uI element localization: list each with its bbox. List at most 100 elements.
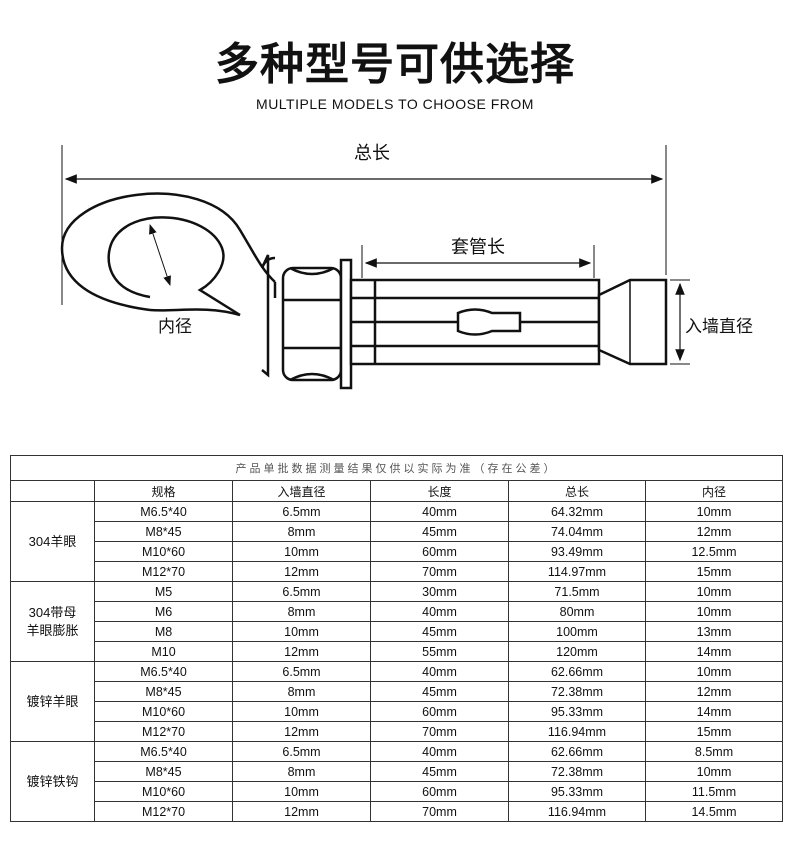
cell-total-length: 72.38mm [508, 761, 646, 782]
cell-total-length: 116.94mm [508, 721, 646, 742]
cell-inner-diameter: 12mm [644, 681, 784, 702]
cell-spec: M10 [94, 641, 233, 662]
cell-wall-diameter: 6.5mm [232, 581, 371, 602]
cell-spec: M6 [94, 601, 233, 622]
cell-inner-diameter: 10mm [644, 661, 784, 682]
hook-ring [60, 192, 277, 317]
spec-table: 产品单批数据测量结果仅供以实际为准（存在公差） 规格 入墙直径 长度 总长 内径… [9, 455, 784, 822]
group-name-cell: 304羊眼 [10, 501, 95, 582]
group-name-cell: 304带母 羊眼膨胀 [10, 581, 95, 662]
cell-spec: M8*45 [94, 761, 233, 782]
inner-diameter-dimension [149, 224, 171, 286]
cell-total-length: 62.66mm [508, 741, 646, 762]
cell-inner-diameter: 14mm [644, 641, 784, 662]
header-inner-diameter: 内径 [644, 480, 784, 502]
hex-nut [281, 266, 343, 382]
cell-spec: M10*60 [94, 541, 233, 562]
cell-wall-diameter: 6.5mm [232, 661, 371, 682]
cell-wall-diameter: 6.5mm [232, 741, 371, 762]
cell-total-length: 120mm [508, 641, 646, 662]
cell-spec: M8 [94, 621, 233, 642]
cell-length: 60mm [370, 781, 509, 802]
cell-wall-diameter: 10mm [232, 541, 371, 562]
spec-table-container: 产品单批数据测量结果仅供以实际为准（存在公差） 规格 入墙直径 长度 总长 内径… [9, 455, 784, 822]
washer [339, 258, 353, 390]
cell-inner-diameter: 8.5mm [644, 741, 784, 762]
cell-wall-diameter: 6.5mm [232, 501, 371, 522]
cell-total-length: 95.33mm [508, 781, 646, 802]
cell-total-length: 62.66mm [508, 661, 646, 682]
cell-wall-diameter: 8mm [232, 681, 371, 702]
header-spec: 规格 [94, 480, 233, 502]
cell-wall-diameter: 12mm [232, 561, 371, 582]
cell-length: 45mm [370, 521, 509, 542]
cell-length: 70mm [370, 561, 509, 582]
table-note: 产品单批数据测量结果仅供以实际为准（存在公差） [9, 455, 784, 481]
cell-inner-diameter: 10mm [644, 601, 784, 622]
table-header-row: 规格 入墙直径 长度 总长 内径 [10, 480, 784, 502]
total-length-label: 总长 [354, 143, 390, 164]
cell-inner-diameter: 11.5mm [644, 781, 784, 802]
cell-total-length: 72.38mm [508, 681, 646, 702]
cell-length: 40mm [370, 501, 509, 522]
cell-spec: M12*70 [94, 721, 233, 742]
hook-bolt-diagram: 总长 内径 套管长 入墙直径 [60, 143, 753, 390]
cell-spec: M12*70 [94, 801, 233, 822]
cell-inner-diameter: 10mm [644, 581, 784, 602]
cell-total-length: 100mm [508, 621, 646, 642]
cell-wall-diameter: 8mm [232, 521, 371, 542]
sleeve-length-label: 套管长 [451, 237, 505, 258]
cell-spec: M6.5*40 [94, 501, 233, 522]
cell-length: 40mm [370, 601, 509, 622]
cell-length: 30mm [370, 581, 509, 602]
cell-length: 55mm [370, 641, 509, 662]
cell-length: 45mm [370, 761, 509, 782]
cell-wall-diameter: 8mm [232, 761, 371, 782]
cell-wall-diameter: 12mm [232, 801, 371, 822]
cell-inner-diameter: 10mm [644, 761, 784, 782]
cell-inner-diameter: 10mm [644, 501, 784, 522]
cell-inner-diameter: 14mm [644, 701, 784, 722]
cell-total-length: 64.32mm [508, 501, 646, 522]
cell-spec: M8*45 [94, 681, 233, 702]
cell-inner-diameter: 15mm [644, 561, 784, 582]
page-title: 多种型号可供选择 [215, 39, 575, 90]
cell-inner-diameter: 12.5mm [644, 541, 784, 562]
cell-inner-diameter: 14.5mm [644, 801, 784, 822]
cell-wall-diameter: 8mm [232, 601, 371, 622]
cell-spec: M10*60 [94, 701, 233, 722]
cell-length: 45mm [370, 681, 509, 702]
wall-diameter-label: 入墙直径 [685, 317, 753, 337]
inner-diameter-label: 内径 [158, 317, 192, 337]
cell-spec: M6.5*40 [94, 661, 233, 682]
cone-end [597, 278, 668, 366]
cell-total-length: 80mm [508, 601, 646, 622]
group-name-cell: 镀锌铁钩 [10, 741, 95, 822]
cell-inner-diameter: 12mm [644, 521, 784, 542]
cell-total-length: 116.94mm [508, 801, 646, 822]
cell-spec: M6.5*40 [94, 741, 233, 762]
hook-shank [260, 254, 270, 378]
cell-length: 40mm [370, 661, 509, 682]
cell-spec: M8*45 [94, 521, 233, 542]
cell-length: 45mm [370, 621, 509, 642]
cell-wall-diameter: 12mm [232, 721, 371, 742]
cell-length: 70mm [370, 801, 509, 822]
cell-length: 40mm [370, 741, 509, 762]
header-wall-diameter: 入墙直径 [232, 480, 371, 502]
cell-total-length: 71.5mm [508, 581, 646, 602]
cell-wall-diameter: 10mm [232, 621, 371, 642]
